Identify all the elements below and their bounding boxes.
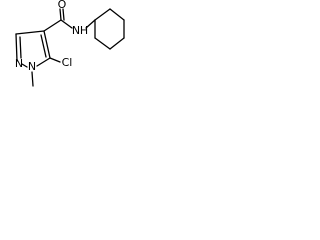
bond-cy-2 (109, 8, 125, 21)
atom-o-label: O (58, 0, 67, 11)
bond-c3-n2 (15, 33, 18, 62)
bond-cy-4 (109, 37, 125, 50)
atom-n2-label: N (15, 57, 23, 70)
bond-n1-methyl (31, 71, 34, 87)
bond-carbonyl-o-double (62, 8, 65, 21)
atom-n1-label: N (28, 60, 36, 73)
bond-cy-5 (94, 37, 111, 50)
structure-drawing: N N O N H Cl (15, 0, 125, 87)
bond-carbonyl-nh (60, 19, 73, 29)
bond-c5-cl (49, 57, 61, 63)
bond-nh-cyclohexyl (85, 19, 96, 29)
atom-amide-h-label: H (80, 24, 88, 37)
bond-c4-c5 (43, 30, 51, 59)
bond-carbonyl-o (59, 8, 62, 21)
bond-c5-n1 (36, 57, 51, 67)
atom-amide-n-label: N (72, 24, 80, 37)
bond-c4-carbonyl (43, 19, 62, 32)
atom-cl-label: Cl (62, 56, 73, 69)
bond-cy-1 (94, 8, 111, 21)
bond-c4-c5-double (40, 34, 47, 58)
bond-c3-n2-double (19, 36, 22, 59)
bond-c3-c4 (15, 30, 45, 35)
molecule-diagram: N N O N H Cl (0, 0, 127, 92)
bond-n1-n2 (21, 63, 28, 68)
